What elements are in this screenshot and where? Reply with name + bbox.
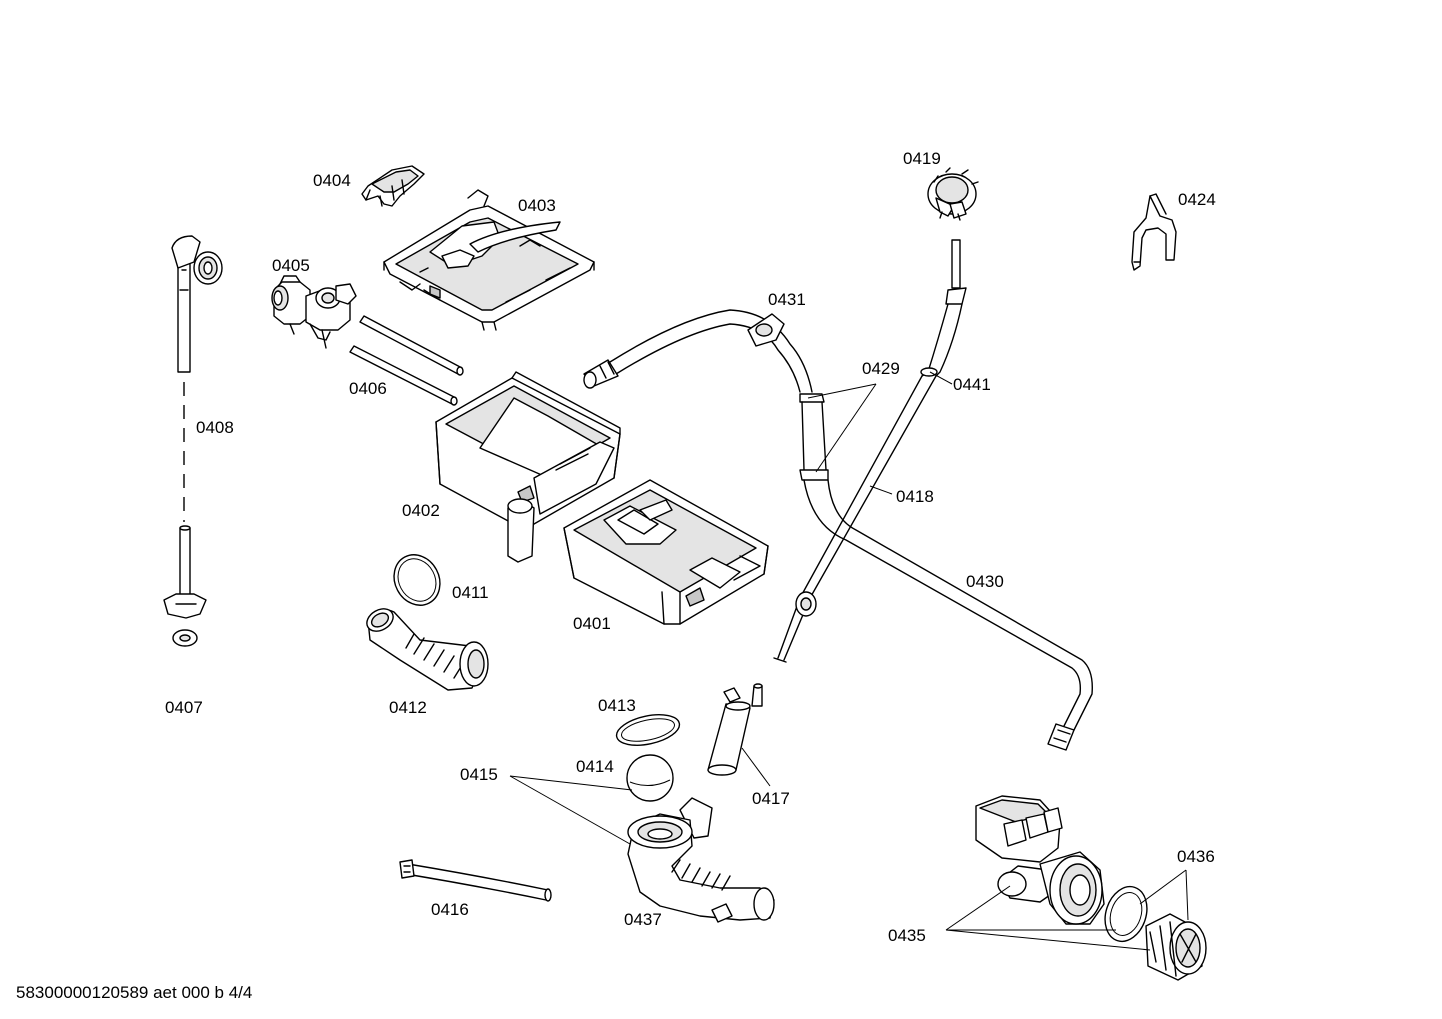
label-0415: 0415 xyxy=(460,765,498,784)
part-0405-inlet-valve xyxy=(271,275,357,349)
label-0412: 0412 xyxy=(389,698,427,717)
part-0407-washer xyxy=(172,629,198,647)
part-labels: 0404 0403 0405 0406 0408 0402 0411 0401 … xyxy=(165,149,1216,945)
part-0430-0431-drain-hose xyxy=(583,309,1093,751)
label-0404: 0404 xyxy=(313,171,351,190)
part-0403-dispenser-cover xyxy=(383,189,595,331)
part-0406-rods xyxy=(349,315,464,406)
label-0413: 0413 xyxy=(598,696,636,715)
label-0418: 0418 xyxy=(896,487,934,506)
part-0419-pressure-switch xyxy=(927,167,979,221)
label-0429: 0429 xyxy=(862,359,900,378)
part-0411-o-ring xyxy=(393,554,441,606)
part-0436-filter xyxy=(1104,885,1207,981)
label-0416: 0416 xyxy=(431,900,469,919)
label-0435: 0435 xyxy=(888,926,926,945)
part-0435-drain-pump xyxy=(975,795,1105,925)
label-0431: 0431 xyxy=(768,290,806,309)
label-0424: 0424 xyxy=(1178,190,1216,209)
part-0402-drawer-housing xyxy=(435,371,621,563)
label-0411: 0411 xyxy=(452,583,489,602)
label-0403: 0403 xyxy=(518,196,556,215)
label-0430: 0430 xyxy=(966,572,1004,591)
part-0412-bellows-hose xyxy=(366,608,489,691)
part-0441-0418-pressure-hose xyxy=(773,239,967,663)
label-0405: 0405 xyxy=(272,256,310,275)
label-0414: 0414 xyxy=(576,757,614,776)
part-0401-drawer xyxy=(563,479,769,625)
part-0416-hose xyxy=(399,859,552,902)
label-0441: 0441 xyxy=(953,375,991,394)
label-0402: 0402 xyxy=(402,501,440,520)
part-0408-inlet-hose xyxy=(163,235,223,619)
label-0406: 0406 xyxy=(349,379,387,398)
part-0413-o-ring xyxy=(615,714,681,746)
part-0437-pump-housing xyxy=(627,797,775,923)
part-0424-clip xyxy=(1131,193,1177,271)
label-0419: 0419 xyxy=(903,149,941,168)
part-0417-tube xyxy=(707,683,763,776)
document-footer: 58300000120589 aet 000 b 4/4 xyxy=(16,983,252,1002)
label-0401: 0401 xyxy=(573,614,611,633)
label-0437: 0437 xyxy=(624,910,662,929)
label-0407: 0407 xyxy=(165,698,203,717)
label-0436: 0436 xyxy=(1177,847,1215,866)
label-0417: 0417 xyxy=(752,789,790,808)
part-0404-clip xyxy=(361,165,425,207)
part-0414-ball xyxy=(626,754,674,802)
label-0408: 0408 xyxy=(196,418,234,437)
leader-lines xyxy=(509,371,1189,951)
